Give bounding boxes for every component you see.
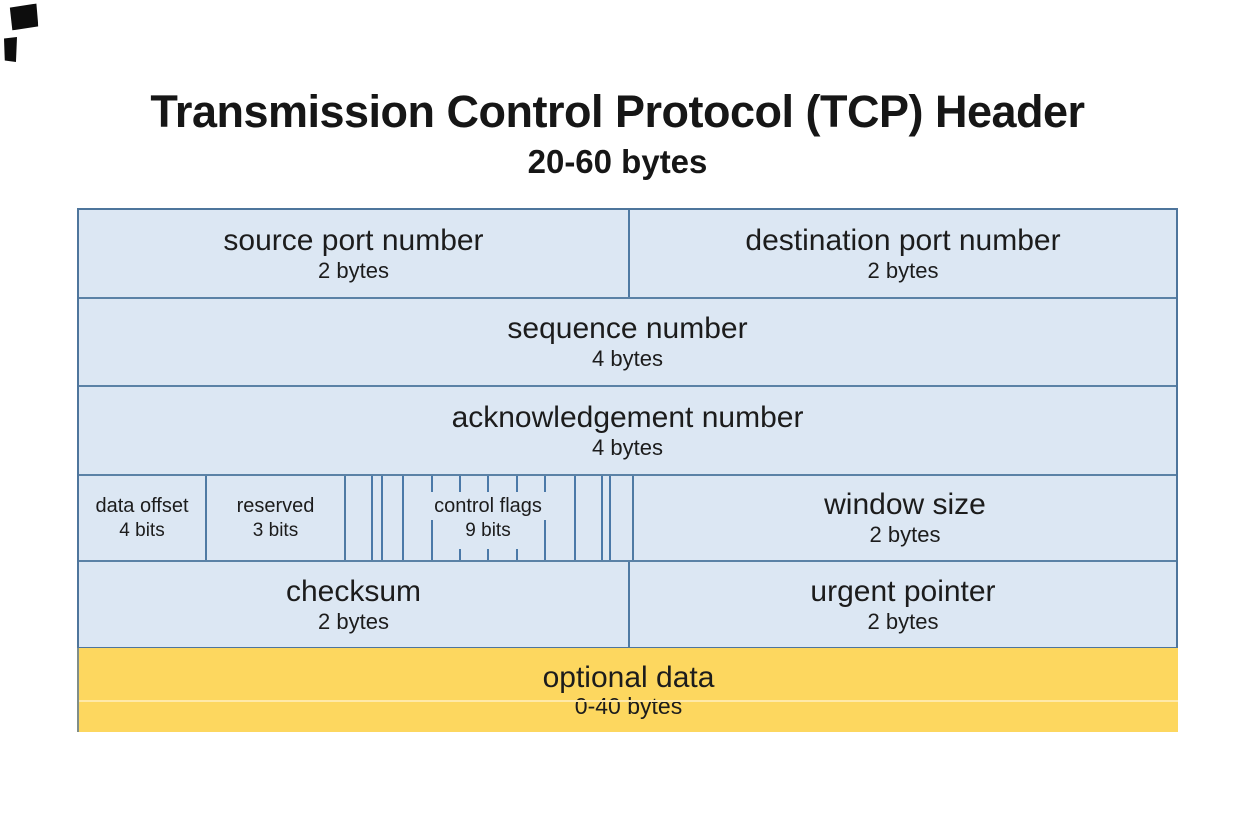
diagram-title: Transmission Control Protocol (TCP) Head… [150,86,1085,137]
row-offset-flags-window: data offset 4 bits reserved 3 bits [79,474,1176,560]
field-destination-port: destination port number 2 bytes [628,210,1176,297]
field-size: 2 bytes [869,522,941,547]
field-name: destination port number [745,223,1061,257]
row-sequence-number: sequence number 4 bytes [79,297,1176,385]
flag-bit-divider [431,520,433,560]
field-control-flags: control flags 9 bits [344,476,632,560]
field-checksum: checksum 2 bytes [79,562,628,647]
field-sequence-number: sequence number 4 bytes [79,299,1176,385]
field-name: checksum [285,574,422,608]
field-name: window size [824,488,986,521]
field-optional-data: optional data 0-40 bytes [77,648,1178,732]
field-name: reserved [236,495,315,517]
field-name: control flags [434,495,542,517]
flag-bit-divider [431,476,433,492]
flag-bit-divider [516,549,518,560]
field-data-offset: data offset 4 bits [79,476,205,560]
scan-artifact-mark [4,37,17,62]
optional-data-divider [79,700,1178,702]
field-size: 0-40 bytes [574,693,683,719]
field-name: source port number [223,223,484,257]
control-flags-label: control flags 9 bits [402,476,574,560]
flag-bit-divider [574,476,576,560]
diagram-subtitle: 20-60 bytes [527,143,708,180]
field-size: 2 bytes [318,608,389,634]
field-name: urgent pointer [810,574,996,608]
field-size: 3 bits [252,520,299,541]
flag-bit-divider [459,476,461,492]
field-reserved: reserved 3 bits [205,476,344,560]
field-size: 2 bytes [318,257,389,283]
field-name: acknowledgement number [451,400,804,434]
row-ports: source port number 2 bytes destination p… [79,210,1176,297]
field-source-port: source port number 2 bytes [79,210,628,297]
flag-bit-divider [487,549,489,560]
flag-bit-divider [609,476,611,560]
field-urgent-pointer: urgent pointer 2 bytes [628,562,1176,647]
flag-bit-divider [459,549,461,560]
field-size: 4 bytes [592,434,663,460]
flag-bit-divider [544,476,546,492]
field-size: 4 bytes [592,346,663,371]
row-acknowledgement-number: acknowledgement number 4 bytes [79,385,1176,474]
field-name: optional data [542,661,715,694]
field-size: 2 bytes [867,608,939,634]
flag-bit-divider [371,476,373,560]
field-size: 4 bits [119,520,165,541]
flag-bit-divider [487,476,489,492]
flag-bit-divider [402,476,404,560]
flag-bit-divider [381,476,383,560]
flag-bit-divider [516,476,518,492]
field-size: 9 bits [465,520,511,541]
row-checksum-urgent: checksum 2 bytes urgent pointer 2 bytes [79,560,1176,647]
field-acknowledgement-number: acknowledgement number 4 bytes [79,387,1176,474]
field-size: 2 bytes [867,257,939,283]
tcp-header-table: source port number 2 bytes destination p… [77,208,1178,649]
scan-artifact-mark [9,4,39,31]
flag-bit-divider [544,520,546,560]
flag-bit-divider [601,476,603,560]
field-name: data offset [95,495,189,517]
field-window-size: window size 2 bytes [632,476,1176,560]
field-name: sequence number [507,312,748,345]
